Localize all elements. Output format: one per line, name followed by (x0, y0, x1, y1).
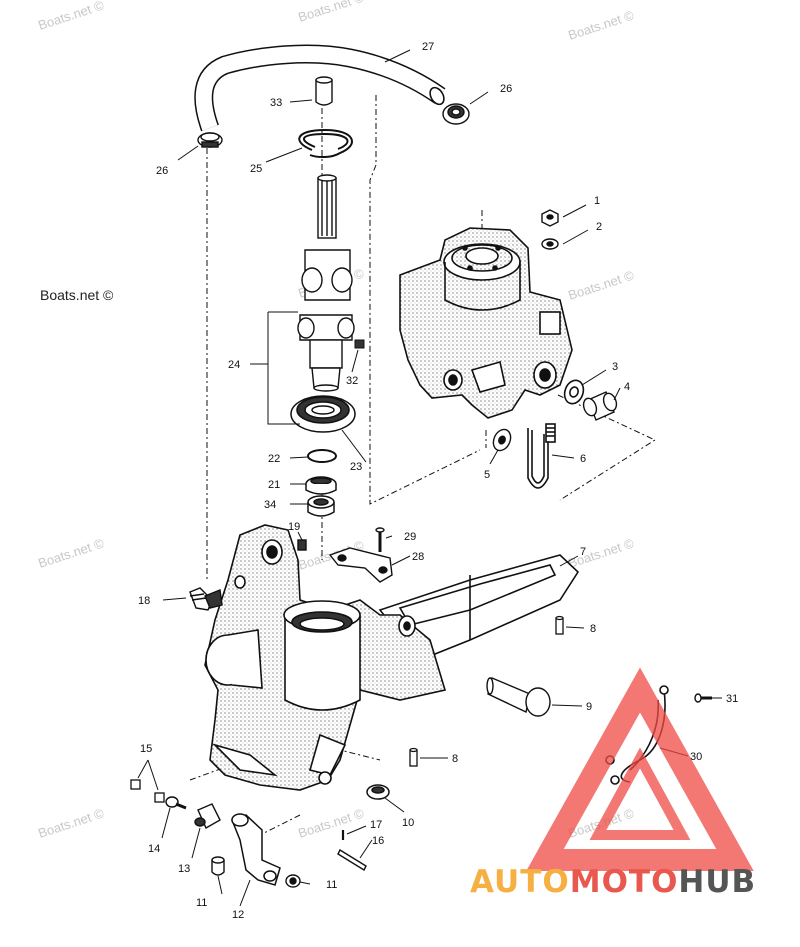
shift-lever (231, 813, 281, 886)
pivot-pin (582, 391, 618, 421)
callout-14: 14 (148, 843, 160, 855)
callout-17: 17 (370, 819, 382, 831)
fitting-19 (297, 539, 307, 551)
dowel-pin-lower (409, 747, 418, 767)
callout-28: 28 (412, 551, 424, 563)
callout-16: 16 (372, 835, 384, 847)
callout-24: 24 (228, 359, 240, 371)
grease-fitting (354, 339, 365, 349)
callout-9: 9 (586, 701, 592, 713)
watermark: Boats.net © (566, 7, 636, 42)
callout-1: 1 (594, 195, 600, 207)
washer-3 (563, 379, 585, 405)
callout-13: 13 (178, 863, 190, 875)
logo-text: AUTOMOTOHUB (470, 864, 756, 900)
elbow-fitting (189, 587, 223, 611)
plug (315, 76, 333, 106)
callout-23: 23 (350, 461, 362, 473)
bushing-10 (366, 784, 390, 800)
callout-11-left: 11 (196, 897, 207, 909)
callout-25: 25 (250, 163, 262, 175)
hinge-pin (486, 677, 551, 717)
watermark: Boats.net © (566, 267, 636, 302)
bearing (290, 395, 356, 433)
callout-6: 6 (580, 453, 586, 465)
automotohub-logo: AUTOMOTOHUB (470, 667, 756, 900)
callout-8-lower: 8 (452, 753, 458, 765)
stud-14 (165, 796, 187, 810)
watermark: Boats.net © (296, 805, 366, 840)
callout-5: 5 (484, 469, 490, 481)
bushing (307, 495, 335, 517)
callout-30: 30 (690, 751, 702, 763)
bracket (328, 547, 393, 583)
callout-33: 33 (270, 97, 282, 109)
callout-27: 27 (422, 41, 434, 53)
warning-triangle-icon (526, 667, 754, 871)
callout-34: 34 (264, 499, 276, 511)
callout-26-left: 26 (156, 165, 168, 177)
callout-31: 31 (726, 693, 738, 705)
hose-clamp-left (197, 132, 223, 148)
watermark: Boats.net © (36, 0, 106, 33)
watermark: Boats.net © (566, 535, 636, 570)
watermark: Boats.net © (36, 535, 106, 570)
callout-21: 21 (268, 479, 280, 491)
callout-3: 3 (612, 361, 618, 373)
bushing-13 (194, 803, 221, 829)
screw-31 (694, 693, 712, 703)
hose-clamp-right (442, 103, 470, 125)
callout-15: 15 (140, 743, 152, 755)
pin-16 (337, 849, 367, 871)
driveshaft-ujoint (297, 174, 355, 392)
bell-housing (204, 524, 580, 791)
hose (194, 44, 446, 132)
screw-29 (375, 527, 385, 552)
callout-11-right: 11 (326, 879, 337, 891)
callout-2: 2 (596, 221, 602, 233)
watermark-dark: Boats.net © (40, 287, 114, 303)
callout-19: 19 (288, 521, 300, 533)
washer (541, 238, 559, 250)
watermark: Boats.net © (296, 0, 366, 25)
u-bolt (527, 423, 556, 489)
callout-7: 7 (580, 546, 586, 558)
callout-18: 18 (138, 595, 150, 607)
callout-29: 29 (404, 531, 416, 543)
seal (305, 476, 337, 495)
bushing-11a (211, 856, 225, 876)
nut (541, 209, 559, 227)
dowel-pin-upper (555, 615, 564, 635)
callout-32: 32 (346, 375, 358, 387)
snap-ring (298, 128, 353, 159)
watermark: Boats.net © (36, 805, 106, 840)
callout-26-right: 26 (500, 83, 512, 95)
o-ring (307, 449, 337, 463)
washer-5 (492, 428, 512, 452)
screws-15 (130, 779, 165, 803)
bushing-11b (285, 874, 301, 888)
callout-12: 12 (232, 909, 244, 921)
callout-4: 4 (624, 381, 630, 393)
callout-10: 10 (402, 817, 414, 829)
callouts: 1 2 3 4 5 6 7 8 8 9 10 11 11 12 13 14 15… (138, 41, 738, 921)
leader-lines (137, 49, 722, 907)
gimbal-housing (399, 227, 573, 419)
callout-22: 22 (268, 453, 280, 465)
callout-8-upper: 8 (590, 623, 596, 635)
